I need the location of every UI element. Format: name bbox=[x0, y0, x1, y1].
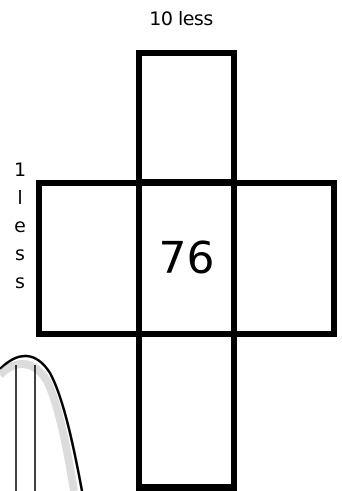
right-box bbox=[231, 180, 337, 337]
center-number: 76 bbox=[136, 180, 237, 337]
one-less-char: l bbox=[9, 184, 31, 212]
partial-oval-graphic bbox=[0, 353, 90, 491]
one-less-char: s bbox=[9, 268, 31, 296]
one-less-char: 1 bbox=[9, 156, 31, 184]
top-box bbox=[136, 50, 237, 185]
one-less-char: e bbox=[9, 212, 31, 240]
bottom-box bbox=[136, 331, 237, 491]
one-less-char: s bbox=[9, 240, 31, 268]
left-box bbox=[36, 180, 142, 337]
ten-less-label: 10 less bbox=[141, 8, 221, 30]
one-less-label: 1 l e s s bbox=[9, 156, 31, 296]
